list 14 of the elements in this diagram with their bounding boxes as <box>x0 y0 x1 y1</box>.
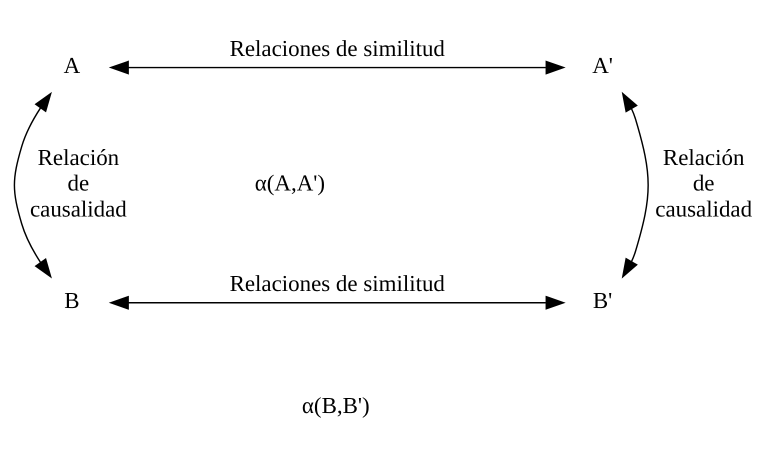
edge-label: Relaciones de similitud <box>230 270 445 296</box>
edge-label: Relación de causalidad <box>30 144 127 222</box>
edge-label: Relación de causalidad <box>655 144 752 222</box>
node-text: A <box>64 53 80 78</box>
arrow <box>108 60 566 75</box>
edge-label: Relaciones de similitud <box>230 36 445 61</box>
arrow <box>622 92 649 279</box>
label: α(B,B') <box>302 392 370 418</box>
node-text: B' <box>592 288 612 314</box>
arrow <box>108 296 566 310</box>
arrow <box>14 92 52 278</box>
node-text: A' <box>592 53 613 78</box>
label: α(A,A') <box>254 170 326 196</box>
node-text: B <box>64 288 80 314</box>
